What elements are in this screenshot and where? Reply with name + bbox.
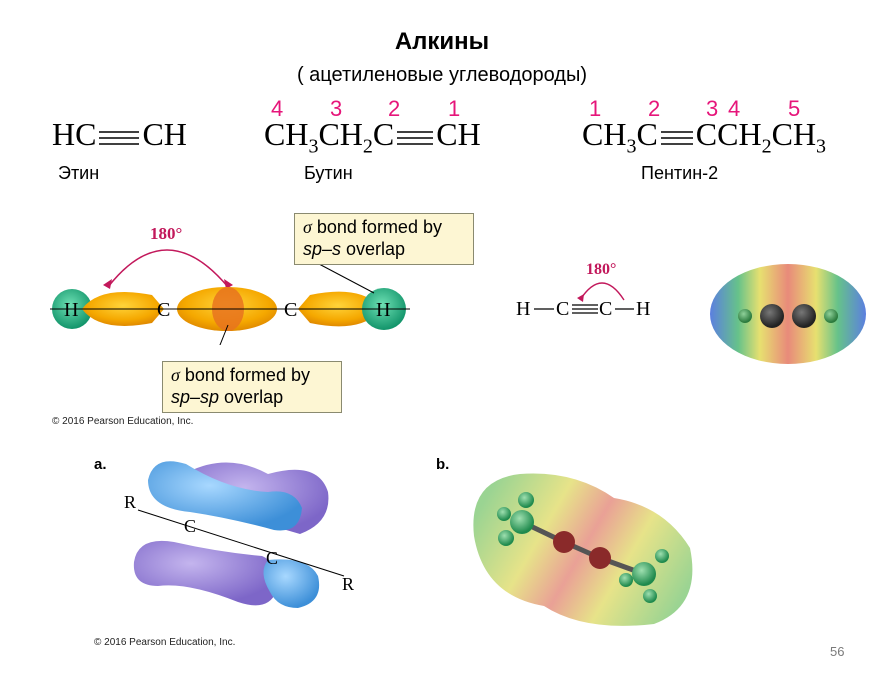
pi-lobe-back-bottom — [263, 559, 320, 608]
pentyne-number-4: 4 — [728, 96, 741, 121]
callout-line-1: σ bond formed by — [303, 216, 465, 238]
c-atom-ball — [510, 510, 534, 534]
atom-c-right: C — [599, 298, 612, 320]
h-atom-ball — [643, 589, 657, 603]
h-atom-ball — [738, 309, 752, 323]
linear-angle-label: 180° — [586, 261, 616, 278]
ethyne-right: CH — [142, 116, 187, 152]
butyne-part: CH — [264, 116, 309, 152]
butyne-sub: 3 — [308, 135, 319, 158]
pentyne-sub: 3 — [626, 135, 637, 158]
linear-ethyne-diagram: 180° H C C H — [516, 261, 650, 320]
copyright-top: © 2016 Pearson Education, Inc. — [52, 416, 194, 427]
page-title: Алкины — [394, 28, 490, 55]
atom-h-left: H — [64, 299, 78, 321]
pi-lobe-front-top — [148, 461, 302, 531]
butyne-name: Бутин — [304, 163, 353, 183]
electrostatic-map-propyne — [473, 473, 693, 626]
pentyne-part: CCH — [695, 116, 762, 152]
h-atom-ball — [655, 549, 669, 563]
butyne-number-3: 3 — [330, 96, 343, 121]
pentyne-number-3: 3 — [706, 96, 719, 121]
pentyne-sub: 3 — [816, 135, 827, 158]
bond-angle-label: 180° — [150, 224, 182, 243]
pentyne-number-5: 5 — [788, 96, 801, 121]
sp-orbital-diagram: 180° H C C H — [50, 224, 410, 345]
callout-italic: sp–sp — [171, 387, 220, 407]
atom-c-left: C — [556, 298, 569, 320]
butyne-part: CH — [436, 116, 481, 152]
atom-c-right: C — [284, 299, 297, 321]
pentyne-part: CH — [771, 116, 817, 152]
sp-sp-callout: σ bond formed by sp–sp overlap — [162, 361, 342, 413]
callout-text: overlap — [341, 239, 406, 259]
atom-r-top: R — [124, 492, 136, 512]
pi-orbital-diagram: R C C R — [124, 461, 354, 608]
sp-s-callout: σ bond formed by sp–s overlap — [294, 213, 474, 265]
butyne-part: C — [372, 116, 395, 152]
atom-h-right: H — [376, 299, 390, 321]
triple-bond-icon — [99, 130, 140, 145]
callout-line-2: sp–s overlap — [303, 238, 465, 260]
copyright-bottom: © 2016 Pearson Education, Inc. — [94, 637, 236, 648]
pi-lobe-front-bottom — [133, 540, 277, 606]
pentyne-part: C — [636, 116, 658, 152]
h-atom-ball — [518, 492, 534, 508]
butyne-number-1: 1 — [448, 96, 461, 121]
ethyne-formula: HC CH — [52, 116, 187, 153]
pentyne-sub: 2 — [761, 135, 772, 158]
atom-c-left: C — [157, 299, 170, 321]
atom-h-right: H — [636, 298, 650, 320]
pentyne-part: CH — [582, 116, 627, 152]
atom-r-bottom: R — [342, 574, 354, 594]
butyne-number-4: 4 — [271, 96, 284, 121]
h-atom-ball — [824, 309, 838, 323]
sigma-symbol: σ — [171, 365, 180, 385]
panel-a-label: a. — [94, 456, 107, 473]
pentyne-number-2: 2 — [648, 96, 661, 121]
c-atom-ball — [589, 547, 611, 569]
pentyne-name: Пентин-2 — [641, 163, 719, 183]
callout-text: bond formed by — [179, 365, 310, 385]
electrostatic-map-ethyne — [710, 264, 866, 364]
callout-line-2: sp–sp overlap — [171, 386, 333, 408]
sigma-symbol: σ — [303, 217, 312, 237]
butyne-sub: 2 — [362, 135, 373, 158]
callout-line-1: σ bond formed by — [171, 364, 333, 386]
angle-arc-icon — [579, 282, 625, 301]
c-atom-ball — [760, 304, 784, 328]
atom-c-bottom: C — [266, 548, 278, 568]
c-atom-ball — [632, 562, 656, 586]
h-atom-ball — [498, 530, 514, 546]
atom-c-top: C — [184, 516, 196, 536]
pentyne-number-1: 1 — [589, 96, 602, 121]
page-subtitle: ( ацетиленовые углеводороды) — [296, 64, 588, 86]
ethyne-left: HC — [52, 116, 97, 152]
butyne-part: CH — [318, 116, 363, 152]
callout-italic: sp–s — [303, 239, 342, 259]
butyne-number-2: 2 — [388, 96, 401, 121]
angle-arc-icon — [107, 249, 229, 288]
callout-text: overlap — [219, 387, 284, 407]
c-atom-ball — [553, 531, 575, 553]
panel-b-label: b. — [436, 456, 450, 473]
triple-bond-icon — [660, 130, 693, 145]
atom-h-left: H — [516, 298, 530, 320]
h-atom-ball — [619, 573, 633, 587]
c-atom-ball — [792, 304, 816, 328]
h-atom-ball — [497, 507, 511, 521]
page-number: 56 — [830, 644, 845, 659]
ethyne-name: Этин — [58, 163, 100, 183]
triple-bond-icon — [397, 130, 434, 145]
callout-text: bond formed by — [311, 217, 442, 237]
